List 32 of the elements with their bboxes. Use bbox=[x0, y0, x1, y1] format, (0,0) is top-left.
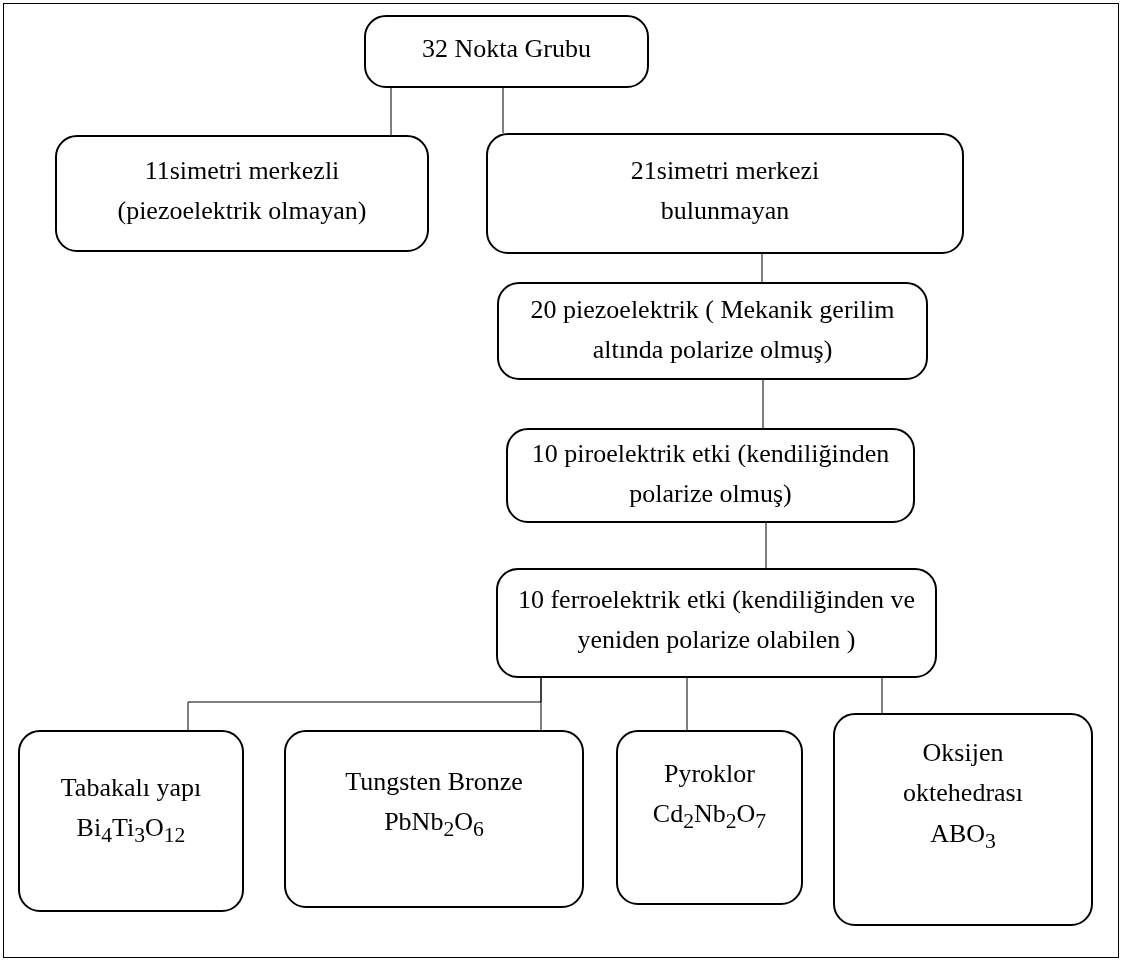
rounded-box bbox=[284, 730, 584, 908]
rounded-box bbox=[506, 428, 915, 523]
rounded-box bbox=[616, 730, 803, 905]
node-label: Tabakalı yapı bbox=[60, 772, 202, 804]
rounded-box bbox=[497, 282, 928, 380]
formula-label: ABO$_{3}$ bbox=[930, 817, 996, 855]
node-label: 11simetri merkezli (piezoelektrik olmayan) bbox=[116, 155, 368, 228]
connector-line bbox=[881, 677, 883, 714]
connector-line bbox=[686, 677, 688, 731]
rounded-box bbox=[496, 568, 937, 678]
connector-line bbox=[762, 379, 764, 429]
connector-line bbox=[765, 522, 767, 569]
node-label: 10 piroelektrik etki (kendiliğinden polarize olmuş) bbox=[530, 438, 891, 511]
node-label: Tungsten Bronze bbox=[345, 766, 523, 798]
rounded-box bbox=[55, 135, 429, 252]
connector-line bbox=[761, 253, 763, 283]
rounded-box bbox=[18, 730, 244, 912]
rounded-box bbox=[364, 15, 649, 88]
node-label: Oksijen oktehedrası bbox=[902, 737, 1024, 810]
node-label: 20 piezoelektrik ( Mekanik gerilim altında polarize olmuş) bbox=[529, 294, 896, 367]
node-label: 21simetri merkezi bulunmayan bbox=[629, 155, 821, 228]
node-label: Pyroklor bbox=[664, 758, 755, 790]
connector-line bbox=[390, 87, 392, 136]
formula-label: PbNb$_{2}$O$_{6}$ bbox=[384, 806, 484, 844]
node-label: 10 ferroelektrik etki (kendiliğinden ve yeniden polarize olabilen ) bbox=[516, 584, 917, 657]
connector-line bbox=[502, 87, 504, 134]
rounded-box bbox=[486, 133, 964, 254]
node-label: 32 Nokta Grubu bbox=[422, 33, 591, 65]
formula-label: Bi$_{4}$Ti$_{3}$O$_{12}$ bbox=[76, 812, 186, 850]
connector-line bbox=[540, 677, 542, 731]
formula-label: Cd$_{2}$Nb$_{2}$O$_{7}$ bbox=[652, 798, 767, 836]
rounded-box bbox=[833, 713, 1093, 926]
